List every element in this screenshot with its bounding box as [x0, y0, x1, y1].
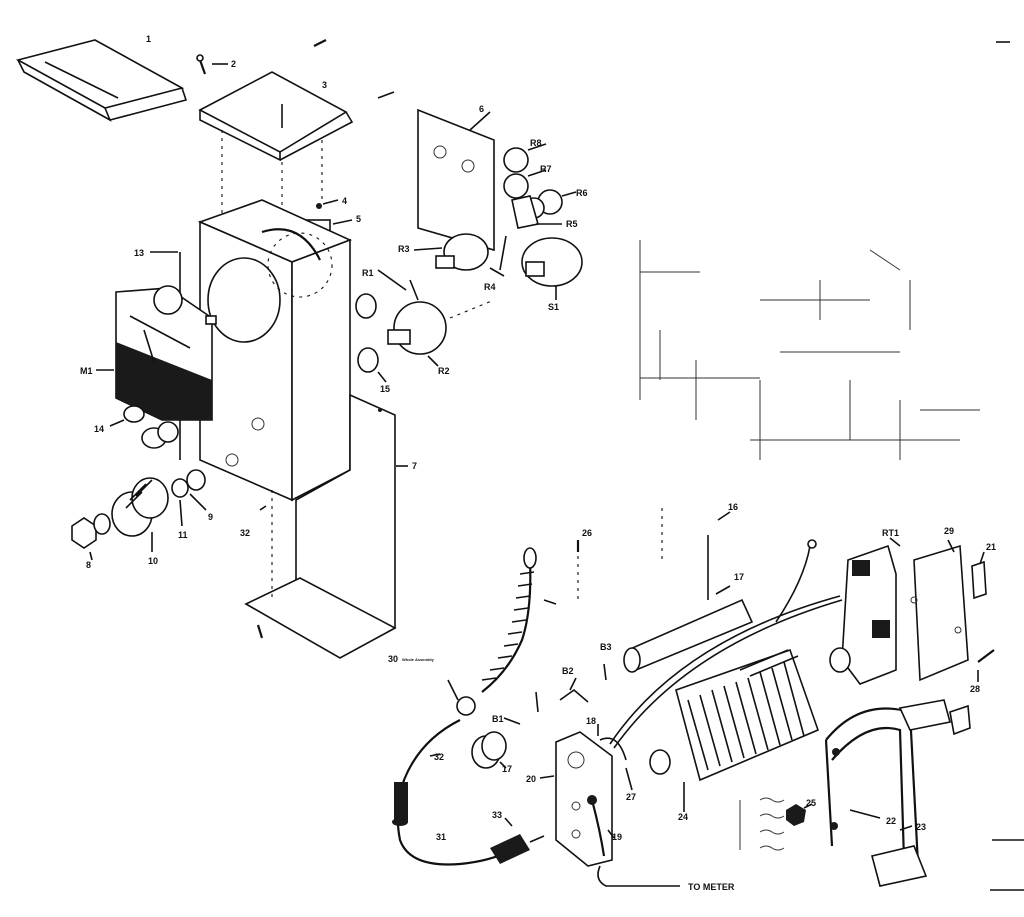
callout-labels: 1 2 3 4 5 6 7 8 9 10 11 13 14 15 16 17 1… — [80, 34, 996, 892]
label-20: 20 — [526, 774, 536, 784]
label-R2: R2 — [438, 366, 450, 376]
part-37-knob — [471, 731, 507, 769]
part-24-heatsink — [675, 648, 820, 812]
label-32b: 32 — [434, 752, 444, 762]
part-18-27-bracket — [597, 595, 843, 791]
label-11: 11 — [178, 530, 188, 540]
label-1: 1 — [146, 34, 151, 44]
part-R3-pot — [413, 233, 505, 277]
part-21-clip — [971, 551, 987, 600]
label-R8: R8 — [530, 138, 542, 148]
label-2: 2 — [231, 59, 236, 69]
label-21: 21 — [986, 542, 996, 552]
part-29-cover — [910, 539, 969, 682]
part-S1-switch — [499, 235, 583, 300]
wire-lead — [775, 539, 817, 623]
label-B1: B1 — [492, 714, 504, 724]
label-25: 25 — [806, 798, 816, 808]
label-9: 9 — [208, 512, 213, 522]
part-13-main-chassis — [150, 199, 353, 502]
part-14-knob — [109, 405, 179, 449]
label-6: 6 — [479, 104, 484, 114]
label-8: 8 — [86, 560, 91, 570]
label-30-sub: Whole Assembly — [402, 657, 435, 662]
label-7: 7 — [412, 461, 417, 471]
part-32-hose — [392, 719, 521, 866]
label-RT1: RT1 — [882, 528, 899, 538]
part-2-screw — [196, 54, 228, 75]
label-26: 26 — [582, 528, 592, 538]
label-4: 4 — [342, 196, 347, 206]
label-30: 30 — [388, 654, 398, 664]
label-M1: M1 — [80, 366, 93, 376]
label-to-meter: TO METER — [688, 882, 735, 892]
label-17b: 17 — [502, 764, 512, 774]
part-33-connector — [490, 817, 545, 864]
part-B1-B2-B3 — [503, 663, 607, 725]
part-1-top-shelf — [15, 39, 188, 122]
part-15-washers — [355, 293, 387, 383]
label-31: 31 — [436, 832, 446, 842]
label-23: 23 — [916, 822, 926, 832]
label-13: 13 — [134, 248, 144, 258]
label-28: 28 — [970, 684, 980, 694]
label-R3: R3 — [398, 244, 410, 254]
part-26-screw — [576, 508, 663, 600]
part-RT1-box — [829, 537, 901, 685]
label-15: 15 — [380, 384, 390, 394]
label-5: 5 — [356, 214, 361, 224]
label-32a: 32 — [240, 528, 250, 538]
label-R7: R7 — [540, 164, 552, 174]
label-22: 22 — [886, 816, 896, 826]
part-16-17-tube — [623, 511, 754, 673]
coil-springs — [739, 797, 785, 851]
label-B3: B3 — [600, 642, 612, 652]
part-6-board — [417, 108, 495, 252]
label-14: 14 — [94, 424, 104, 434]
part-28-screw — [977, 649, 995, 682]
label-29: 29 — [944, 526, 954, 536]
screw-top — [313, 39, 327, 47]
part-20-chassis-plate — [539, 731, 615, 867]
label-R6: R6 — [576, 188, 588, 198]
label-24: 24 — [678, 812, 688, 822]
wiring-schematic — [639, 240, 980, 460]
part-3-lid — [198, 71, 395, 330]
label-27: 27 — [626, 792, 636, 802]
part-R8-R7-R6-pots — [503, 143, 577, 229]
part-R1-R2-pot — [377, 269, 495, 367]
label-19: 19 — [612, 832, 622, 842]
part-25-nut — [786, 803, 813, 826]
label-18: 18 — [586, 716, 596, 726]
part-M1-meter — [96, 285, 217, 421]
label-R5: R5 — [566, 219, 578, 229]
part-8-nut — [71, 513, 111, 561]
label-33: 33 — [492, 810, 502, 820]
label-17a: 17 — [734, 572, 744, 582]
label-B2: B2 — [562, 666, 574, 676]
part-30-cable-assembly — [447, 547, 557, 716]
label-S1: S1 — [548, 302, 559, 312]
label-10: 10 — [148, 556, 158, 566]
part-10-large-knob — [111, 477, 169, 552]
part-22-23-strap — [824, 699, 971, 887]
part-9-11-washers — [171, 469, 207, 527]
label-16: 16 — [728, 502, 738, 512]
label-3: 3 — [322, 80, 327, 90]
to-meter-wire — [597, 865, 680, 887]
corner-marks — [990, 41, 1024, 891]
part-7-bottom-bracket — [244, 393, 408, 659]
label-R4: R4 — [484, 282, 496, 292]
label-R1: R1 — [362, 268, 374, 278]
